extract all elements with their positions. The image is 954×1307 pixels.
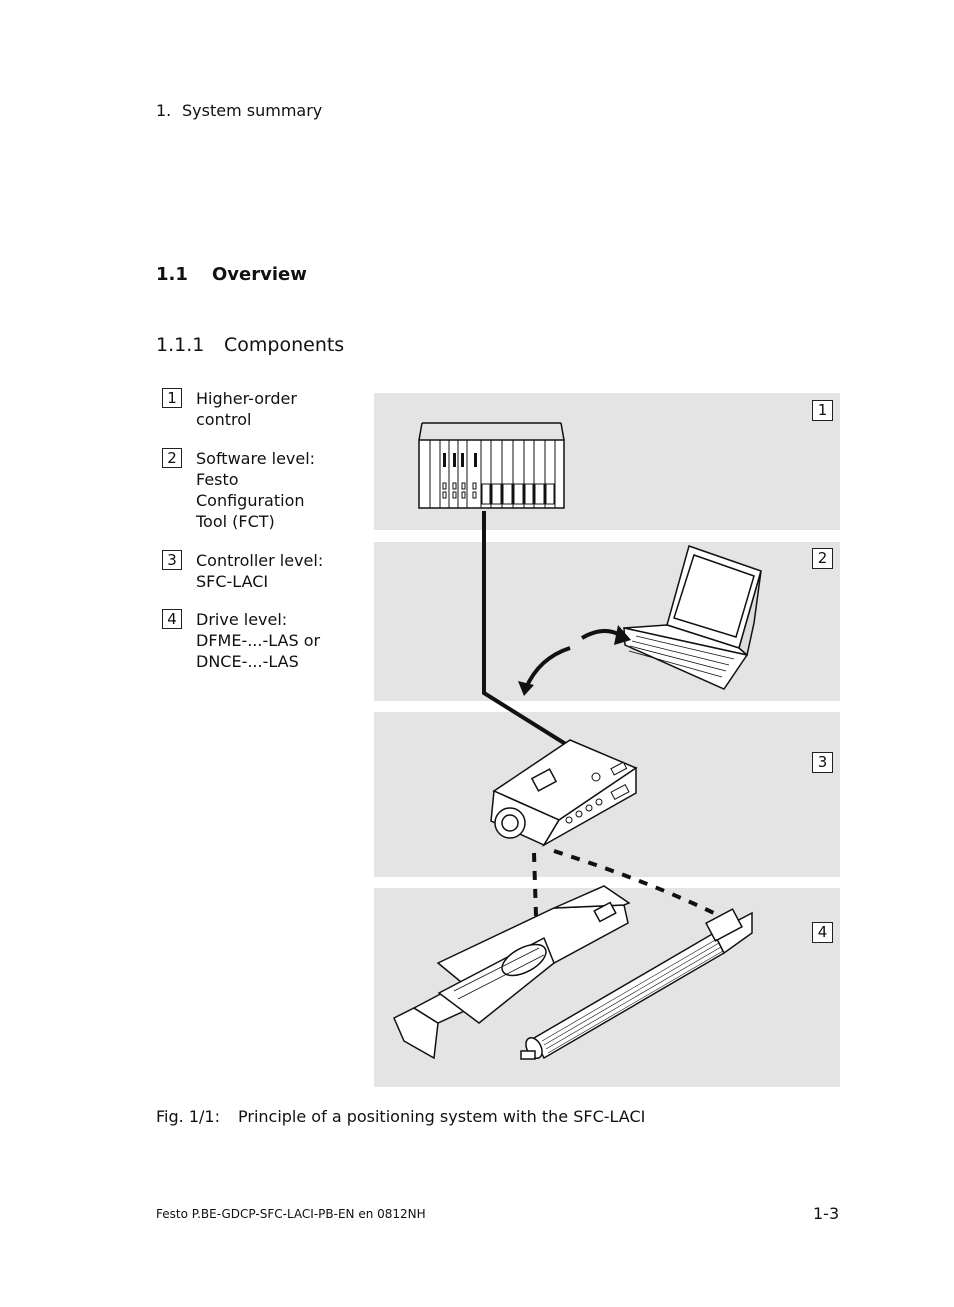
legend-line: Festo: [196, 470, 239, 489]
legend-number-box: 2: [162, 448, 182, 468]
legend-number-box: 3: [162, 550, 182, 570]
legend-line: DNCE-...-LAS: [196, 652, 299, 671]
section-heading: 1.1 Overview: [156, 264, 307, 285]
page-number: 1-3: [813, 1204, 840, 1223]
positioning-system-illustration: [393, 422, 762, 1060]
legend-line: Tool (FCT): [196, 512, 275, 531]
chapter-title: System summary: [182, 101, 323, 120]
panel-number-box: 1: [812, 400, 833, 421]
panel-number-box: 3: [812, 752, 833, 773]
subsection-heading: 1.1.1 Components: [156, 334, 344, 356]
panel-number-box: 2: [812, 548, 833, 569]
subsection-number: 1.1.1: [156, 334, 205, 356]
legend-line: Drive level:: [196, 610, 288, 629]
document-id: Festo P.BE-GDCP-SFC-LACI-PB-EN en 0812NH: [156, 1207, 426, 1221]
legend-line: DFME-...-LAS or: [196, 631, 321, 650]
legend-text: Software level: Festo Configuration Tool…: [196, 448, 346, 532]
legend-line: SFC-LACI: [196, 572, 269, 591]
legend-line: Higher-order: [196, 389, 297, 408]
plc-rack-icon: [418, 422, 565, 509]
legend-line: control: [196, 410, 252, 429]
arrow-heads: [518, 625, 631, 696]
figure-caption: Fig. 1/1: Principle of a positioning syst…: [156, 1107, 645, 1126]
controller-sfc-laci-icon: [490, 739, 638, 848]
fieldbus-cable: [482, 511, 574, 750]
legend-number-box: 4: [162, 609, 182, 629]
figure-label: Fig. 1/1:: [156, 1107, 220, 1126]
legend-line: Controller level:: [196, 551, 324, 570]
chapter-number: 1.: [156, 101, 172, 120]
figure-caption-text: Principle of a positioning system with t…: [238, 1107, 646, 1126]
drive-dfme-icon: [393, 885, 631, 1060]
drive-dnce-icon: [520, 908, 753, 1060]
legend-number-box: 1: [162, 388, 182, 408]
section-number: 1.1: [156, 264, 188, 285]
legend-text: Controller level: SFC-LACI: [196, 550, 346, 592]
chapter-header: 1. System summary: [156, 101, 322, 120]
legend-line: Configuration: [196, 491, 305, 510]
panel-number-box: 4: [812, 922, 833, 943]
section-title: Overview: [212, 264, 307, 285]
legend-text: Drive level: DFME-...-LAS or DNCE-...-LA…: [196, 609, 346, 672]
data-exchange-arrows: [524, 629, 624, 689]
legend-line: Software level:: [196, 449, 316, 468]
subsection-title: Components: [224, 334, 345, 356]
legend-text: Higher-order control: [196, 388, 346, 430]
panel-software-level: 2: [374, 542, 840, 701]
laptop-icon: [623, 545, 762, 690]
